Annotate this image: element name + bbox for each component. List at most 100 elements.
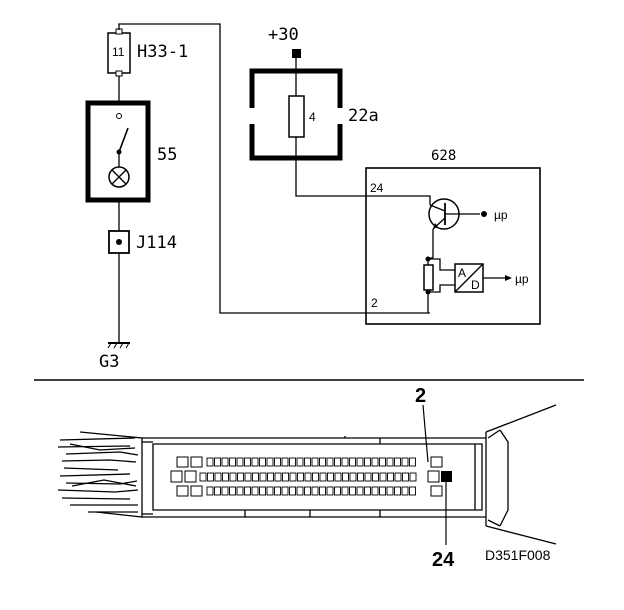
connector-pin: [349, 472, 357, 482]
connector-pin: [282, 472, 289, 482]
connector-pin: [334, 472, 342, 482]
pin-24-callout: 24: [432, 549, 455, 571]
connector-pin: [319, 457, 326, 467]
relay-fuse-element: [288, 95, 305, 138]
connector-pin: [252, 472, 259, 482]
connector-pin: [221, 486, 229, 496]
connector-pin: [386, 486, 394, 496]
ecu-box: [365, 167, 541, 325]
connector-pin: [266, 486, 274, 496]
ground-hatch-4: [125, 342, 130, 349]
connector-pin: [199, 472, 207, 482]
ad-diagonal: [454, 263, 484, 293]
connector-pin: [349, 457, 356, 467]
wire-to-ad-top: [428, 258, 455, 271]
connector-pin: [207, 472, 214, 482]
connector-pin: [236, 457, 244, 467]
connector-pin: [387, 472, 394, 482]
connector-pin: [356, 457, 364, 467]
connector-pin: [244, 486, 251, 496]
resistor-icon: [423, 264, 434, 291]
relay-right-notch: [336, 108, 344, 124]
connector-j114-dot: [116, 239, 122, 245]
connector-pin: [259, 486, 266, 496]
connector-pin: [304, 472, 312, 482]
connector-pin: [311, 486, 319, 496]
connector-pin: [289, 457, 296, 467]
ground-label: G3: [99, 352, 119, 372]
relay-left-notch: [248, 108, 256, 124]
connector-pin: [409, 472, 417, 482]
connector-pin: [281, 457, 289, 467]
connector-pin: [379, 472, 387, 482]
connector-pin: [371, 457, 379, 467]
connector-pin: [349, 486, 356, 496]
connector-pin: [386, 457, 394, 467]
ecu-pin-2-label: 2: [371, 296, 378, 310]
connector-pin: [296, 457, 304, 467]
connector-pin: [319, 486, 326, 496]
ecu-connector-drawing: [57, 404, 557, 545]
connector-pin: [379, 486, 386, 496]
switch-top-contact: [116, 113, 122, 119]
connector-pin: [334, 457, 341, 467]
fuse-pin: 11: [112, 45, 125, 59]
connector-pin: [394, 472, 402, 482]
connector-pin-rows: [199, 457, 417, 496]
connector-pin: [394, 457, 401, 467]
connector-pin: [304, 457, 311, 467]
ecu-mu-top: µp: [494, 208, 508, 222]
fuse-bottom-terminal: [115, 70, 123, 77]
transistor-output-dot: [481, 211, 487, 217]
connector-pin: [311, 457, 319, 467]
ad-output-arrow: [505, 275, 512, 281]
connector-pin: [214, 457, 221, 467]
connector-pin: [251, 457, 259, 467]
connector-pin: [319, 472, 327, 482]
connector-pin: [401, 486, 409, 496]
connector-pin: [364, 486, 371, 496]
connector-pin: [244, 457, 251, 467]
relay-pin: 4: [309, 110, 316, 124]
connector-pin: [274, 486, 281, 496]
switch-lever: [118, 127, 129, 153]
reference-code: D351F008: [485, 547, 551, 563]
connector-pin: [371, 486, 379, 496]
connector-pin: [274, 472, 282, 482]
ecu-label: 628: [431, 148, 456, 164]
wire-fuse-to-ecu: [118, 23, 430, 314]
connector-pin: [251, 486, 259, 496]
connector-pin: [356, 486, 364, 496]
supply-terminal: [292, 49, 301, 58]
connector-j114-label: J114: [136, 233, 177, 253]
wire-relay-to-ecu: [295, 137, 431, 205]
connector-pin: [297, 472, 304, 482]
connector-pin: [357, 472, 364, 482]
connector-pin: [394, 486, 401, 496]
relay-label: 22a: [348, 106, 379, 126]
connector-pin: [296, 486, 304, 496]
connector-pin: [409, 457, 416, 467]
wire-resistor-link: [427, 257, 433, 265]
connector-pin: [236, 486, 244, 496]
connector-pin: [326, 486, 334, 496]
fuse-label: H33-1: [137, 42, 188, 62]
ground-hatch-3: [119, 342, 124, 349]
ecu-mu-bottom: µp: [515, 272, 529, 286]
supply-label: +30: [268, 25, 299, 45]
connector-pin: [222, 472, 229, 482]
connector-pin: [364, 457, 371, 467]
connector-pin: [259, 472, 267, 482]
connector-pin: [281, 486, 289, 496]
connector-pin: [274, 457, 281, 467]
lamp-label: 55: [157, 145, 177, 165]
connector-pin: [402, 472, 409, 482]
transistor-arrow: [433, 223, 438, 229]
connector-pin: [229, 472, 237, 482]
connector-pin: [342, 472, 349, 482]
connector-pin: [244, 472, 252, 482]
connector-pin: [259, 457, 266, 467]
pin-2-callout: 2: [415, 385, 426, 407]
connector-pin: [372, 472, 379, 482]
